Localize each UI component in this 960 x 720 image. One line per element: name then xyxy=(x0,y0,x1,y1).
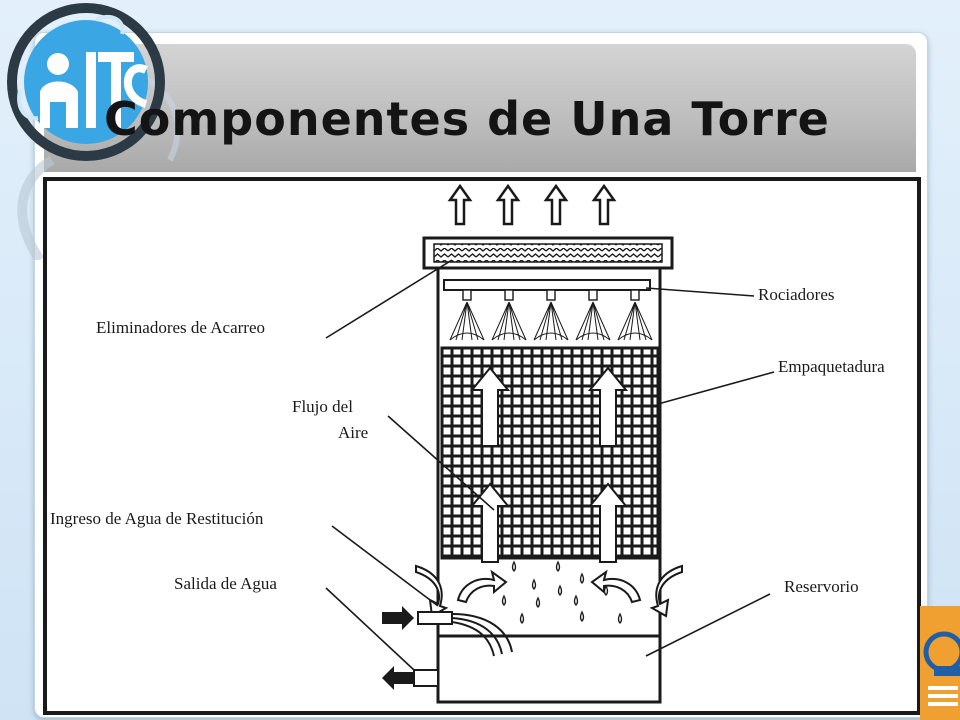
air-intake-arrows xyxy=(415,564,683,618)
makeup-inlet-arrow xyxy=(382,606,414,630)
title-band xyxy=(44,44,916,172)
slide-title: Componentes de Una Torre xyxy=(104,92,830,146)
label-flujo-line1: Flujo del xyxy=(292,397,353,416)
label-salida: Salida de Agua xyxy=(174,574,277,593)
label-empaquetadura: Empaquetadura xyxy=(778,357,885,376)
partner-badge-icon xyxy=(920,606,960,720)
leader-lines xyxy=(325,259,775,671)
spray-cones xyxy=(449,301,653,341)
spray-header xyxy=(443,279,651,291)
label-flujo-line2: Aire xyxy=(338,423,368,442)
label-ingreso: Ingreso de Agua de Restitución xyxy=(50,509,264,528)
packing-fill xyxy=(440,346,660,560)
water-droplets xyxy=(501,560,623,624)
itc-logo-icon xyxy=(7,3,181,260)
label-reservorio: Reservorio xyxy=(784,577,859,596)
label-rociadores: Rociadores xyxy=(758,285,834,304)
makeup-pipe xyxy=(417,611,453,625)
airflow-arrows xyxy=(469,366,629,563)
reservoir-basin xyxy=(436,634,662,704)
water-outlet-arrow xyxy=(382,666,414,690)
cooling-tower-diagram: Eliminadores de Acarreo Rociadores Empaq… xyxy=(43,177,921,715)
label-eliminadores: Eliminadores de Acarreo xyxy=(96,318,265,337)
exhaust-arrows xyxy=(447,183,617,226)
spray-nozzles xyxy=(462,289,640,301)
